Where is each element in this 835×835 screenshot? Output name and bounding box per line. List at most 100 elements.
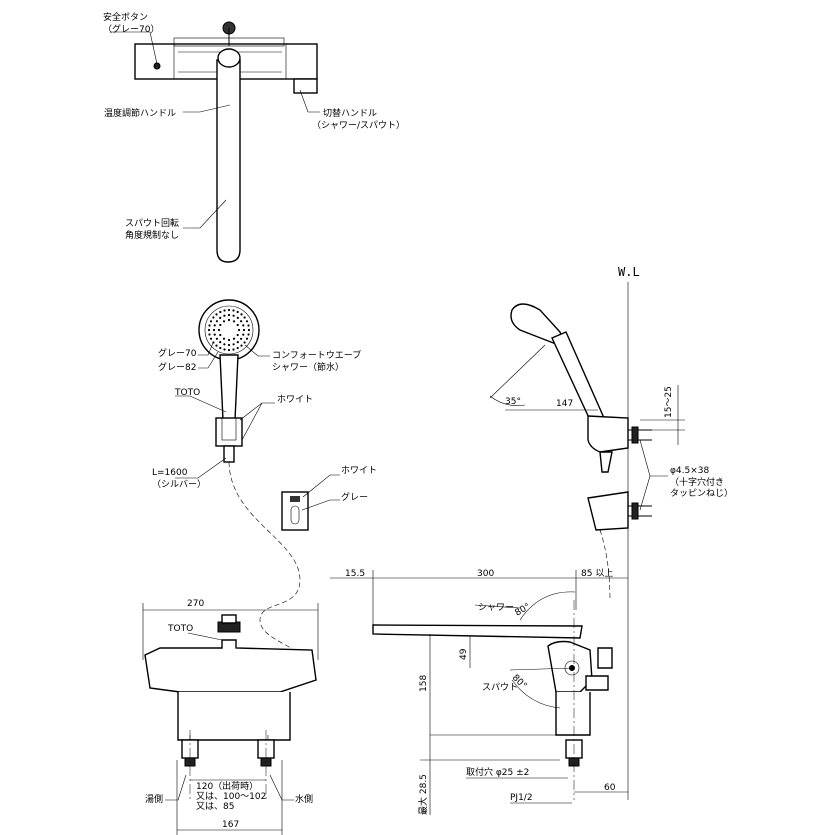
nozzle-dot bbox=[207, 328, 211, 332]
nozzle-dot bbox=[227, 308, 231, 312]
shower-view: グレー70 グレー82 コンフォートウエーブ シャワー（節水） TOTO ホワイ… bbox=[152, 299, 361, 661]
nozzle-dot bbox=[240, 320, 243, 323]
nozzle-dot bbox=[245, 337, 249, 340]
cold-side-label: 水側 bbox=[295, 793, 313, 805]
dim-15-5-label: 15.5 bbox=[345, 569, 365, 579]
nozzle-dot bbox=[243, 316, 246, 319]
nozzle-dot bbox=[227, 318, 231, 322]
shower-white-label: ホワイト bbox=[277, 394, 313, 405]
dim-49-label: 49 bbox=[459, 648, 469, 660]
switch-handle-label: 切替ハンドル bbox=[323, 107, 377, 119]
screw-note2: タッピンねじ） bbox=[670, 488, 733, 499]
nozzle-dot bbox=[223, 314, 226, 317]
side-holder-lower bbox=[587, 491, 629, 531]
comfort-wave-label: コンフォートウエーブ bbox=[272, 349, 361, 361]
nozzle-dot bbox=[223, 348, 226, 351]
nozzle-dot bbox=[212, 328, 216, 332]
nozzle-dot bbox=[242, 333, 245, 336]
nozzle-dot bbox=[215, 337, 218, 340]
nozzle-dot bbox=[236, 323, 239, 327]
nozzle-dot bbox=[236, 310, 239, 314]
nozzle-dot bbox=[240, 344, 243, 347]
hose-path bbox=[228, 461, 301, 661]
nozzle-dot bbox=[236, 333, 239, 337]
nozzle-dot bbox=[232, 314, 235, 317]
nozzle-dot bbox=[247, 333, 250, 336]
nozzle-dot bbox=[209, 337, 213, 340]
side-view: 15.5 300 85 以上 シャワー 80° スパウト 80° 49 158 … bbox=[330, 568, 629, 815]
screw-note1: （十字穴付き bbox=[670, 476, 724, 488]
nozzle-dot bbox=[215, 313, 218, 316]
wl-label: W.L bbox=[618, 265, 640, 279]
dim-147-label: 147 bbox=[556, 399, 573, 409]
spout-shape bbox=[216, 59, 241, 263]
nozzle-dot bbox=[215, 344, 218, 347]
nozzle-dot bbox=[219, 333, 222, 337]
dim-15-25-label: 15～25 bbox=[664, 386, 674, 418]
dim-300-label: 300 bbox=[477, 569, 494, 579]
mount-hole-label: 取付穴 φ25 ±2 bbox=[466, 766, 529, 778]
nozzle-dot bbox=[236, 316, 239, 319]
max-28-5-label: 最大 28.5 bbox=[417, 774, 429, 815]
spout-label: スパウト bbox=[482, 682, 518, 693]
nozzle-dot bbox=[237, 328, 241, 332]
nozzle-dot bbox=[208, 333, 211, 336]
switch-handle-shape bbox=[293, 78, 318, 94]
top-view: 安全ボタン （グレー70） 温度調節ハンドル 切替ハンドル （シャワー/スパウト… bbox=[103, 11, 405, 263]
nozzle-dot bbox=[232, 343, 235, 346]
nozzle-dot bbox=[219, 341, 222, 344]
nozzle-dot bbox=[236, 341, 239, 344]
nozzle-dot bbox=[219, 310, 222, 314]
dim-270-label: 270 bbox=[187, 599, 204, 609]
nozzle-dot bbox=[247, 328, 251, 332]
nozzle-dot bbox=[236, 346, 239, 350]
nozzle-dot bbox=[223, 343, 226, 346]
shower-toto-label: TOTO bbox=[174, 388, 200, 398]
nozzle-dot bbox=[227, 343, 231, 347]
side-holder-upper bbox=[587, 415, 629, 453]
nozzle-dot bbox=[245, 320, 249, 323]
nozzle-dot bbox=[222, 320, 226, 323]
front-body bbox=[144, 639, 317, 693]
shower-saving-label: シャワー（節水） bbox=[272, 361, 344, 373]
nozzle-dot bbox=[232, 320, 236, 323]
nozzle-dot bbox=[219, 323, 222, 327]
nozzle-dot bbox=[243, 341, 246, 344]
nozzle-dot bbox=[212, 316, 215, 319]
safety-button-color: （グレー70） bbox=[103, 23, 159, 35]
front-toto-label: TOTO bbox=[167, 624, 193, 634]
front-view: 270 TOTO 120（出荷時） 又は、100～102 又は、85 湯側 水側… bbox=[142, 599, 319, 835]
gray82-label: グレー82 bbox=[158, 361, 196, 373]
pitch-main-label: 120（出荷時） bbox=[196, 780, 258, 792]
angle-35-label: 35° bbox=[505, 397, 521, 407]
nozzle-dot bbox=[242, 328, 246, 332]
screw-size-label: φ4.5×38 bbox=[670, 466, 710, 476]
pitch-alt2-label: 又は、85 bbox=[196, 801, 234, 812]
hot-side-label: 湯側 bbox=[145, 793, 163, 805]
safety-button-label: 安全ボタン bbox=[103, 11, 148, 23]
spout-rotation-label: スパウト回転 bbox=[125, 218, 179, 229]
nozzle-dot bbox=[240, 337, 243, 340]
nozzle-dot bbox=[209, 320, 213, 323]
nozzle-dot bbox=[223, 309, 226, 312]
nozzle-dot bbox=[232, 309, 235, 312]
dim-60-label: 60 bbox=[604, 783, 616, 793]
nozzle-dot bbox=[208, 324, 211, 327]
hose-color-label: （シルバー） bbox=[152, 479, 206, 490]
pj-label: PJ1/2 bbox=[510, 793, 533, 803]
holder-white-label: ホワイト bbox=[341, 465, 377, 476]
shower-holder-shape bbox=[215, 417, 243, 447]
front-base bbox=[177, 692, 291, 741]
side-base bbox=[555, 692, 591, 736]
nozzle-dot bbox=[213, 324, 216, 327]
holder-gray-label: グレー bbox=[341, 491, 368, 503]
nozzle-dot bbox=[227, 348, 231, 352]
nozzle-dot bbox=[232, 348, 235, 351]
shower-label: シャワー bbox=[478, 603, 514, 613]
nozzle-dot bbox=[215, 320, 218, 323]
holder-view: ホワイト グレー bbox=[281, 465, 377, 531]
nozzle-dot bbox=[222, 337, 226, 340]
dim-158-label: 158 bbox=[419, 675, 429, 692]
gray70-label: グレー70 bbox=[158, 347, 197, 359]
